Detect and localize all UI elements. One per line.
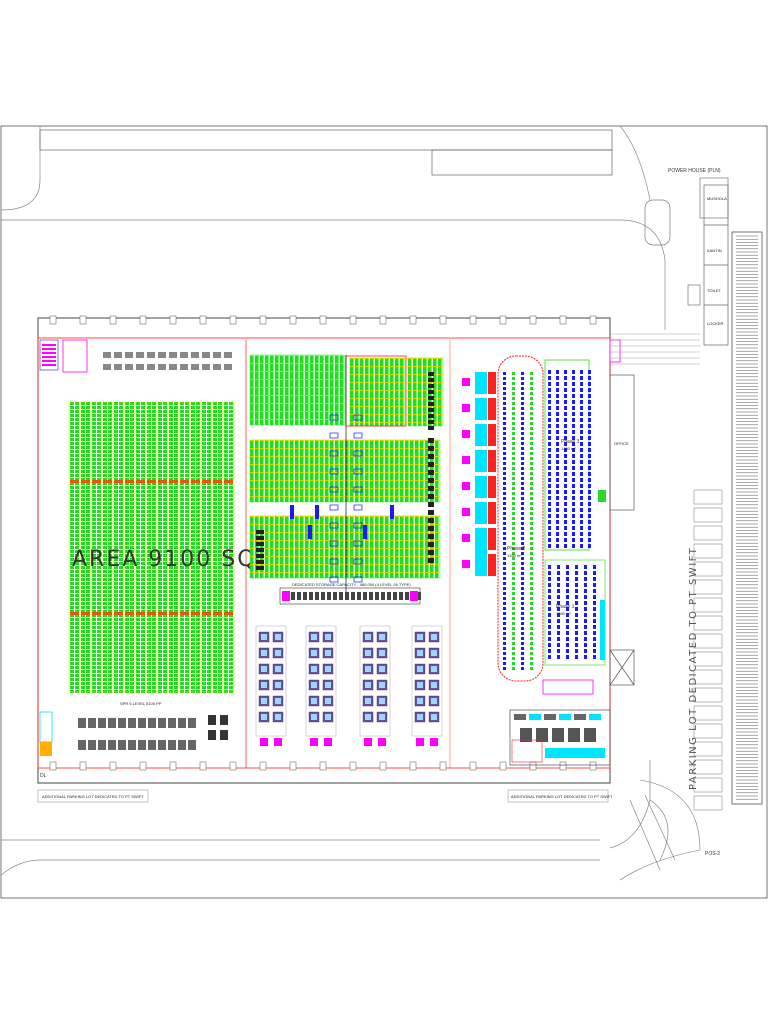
parking-lot-label: PARKING LOT DEDICATED TO PT SWIFT (688, 547, 699, 790)
column-grid-top (49, 315, 597, 325)
phase-area (462, 355, 606, 695)
storage-caption: DEDICATED STORAGE CAPACITY - 480,000 (4 … (292, 582, 411, 587)
phase2-area: 1350 m² (507, 553, 522, 558)
middle-rack-area (249, 354, 444, 579)
dl-label: DL (40, 773, 47, 779)
pallet-stations (255, 625, 443, 746)
area-main-label: AREA 9100 SQM (72, 547, 278, 572)
bottom-right-equipment (509, 709, 611, 766)
room-label-2: TOILET (707, 288, 721, 293)
left-top-equipment (39, 339, 232, 371)
right-note-box (507, 789, 609, 803)
conveyor-spine (279, 355, 421, 605)
room-label-3: LOCKER (707, 321, 724, 326)
phase1-label: Phase 1 (556, 604, 575, 610)
phase1-area: 1350 m² (556, 611, 571, 616)
room-label-0: MUSHOLA (707, 196, 727, 201)
pink-door (609, 339, 621, 363)
roundabout-sketch (619, 779, 701, 881)
room-label-1: KANTIN (707, 248, 722, 253)
left-note: ADDITIONAL PARKING LOT DEDICATED TO PT S… (42, 794, 144, 799)
office-label: OFFICE (614, 441, 629, 446)
office-annex (609, 374, 635, 686)
left-note-box (37, 789, 149, 803)
phase3-label: Phase 3 (561, 439, 580, 445)
parking-lot (693, 231, 763, 811)
power-house-label: POWER HOUSE (PLN) (668, 168, 721, 174)
phase2-label: Phase 2 (507, 546, 526, 552)
phase3-area: 1350 m² (561, 446, 576, 451)
left-rack-area (68, 401, 235, 693)
right-note: ADDITIONAL PARKING LOT DEDICATED TO PT S… (511, 794, 613, 799)
pink-office-top (62, 339, 88, 373)
post-label: POS-2 (705, 851, 720, 857)
column-grid-bottom (49, 761, 597, 771)
rack-caption: SPR 6 LEVEL 5100 PP (120, 701, 162, 706)
side-rooms (703, 184, 729, 346)
left-bottom-equipment (39, 711, 228, 756)
gate-lines (610, 333, 700, 365)
neighbour-strip (39, 129, 613, 151)
